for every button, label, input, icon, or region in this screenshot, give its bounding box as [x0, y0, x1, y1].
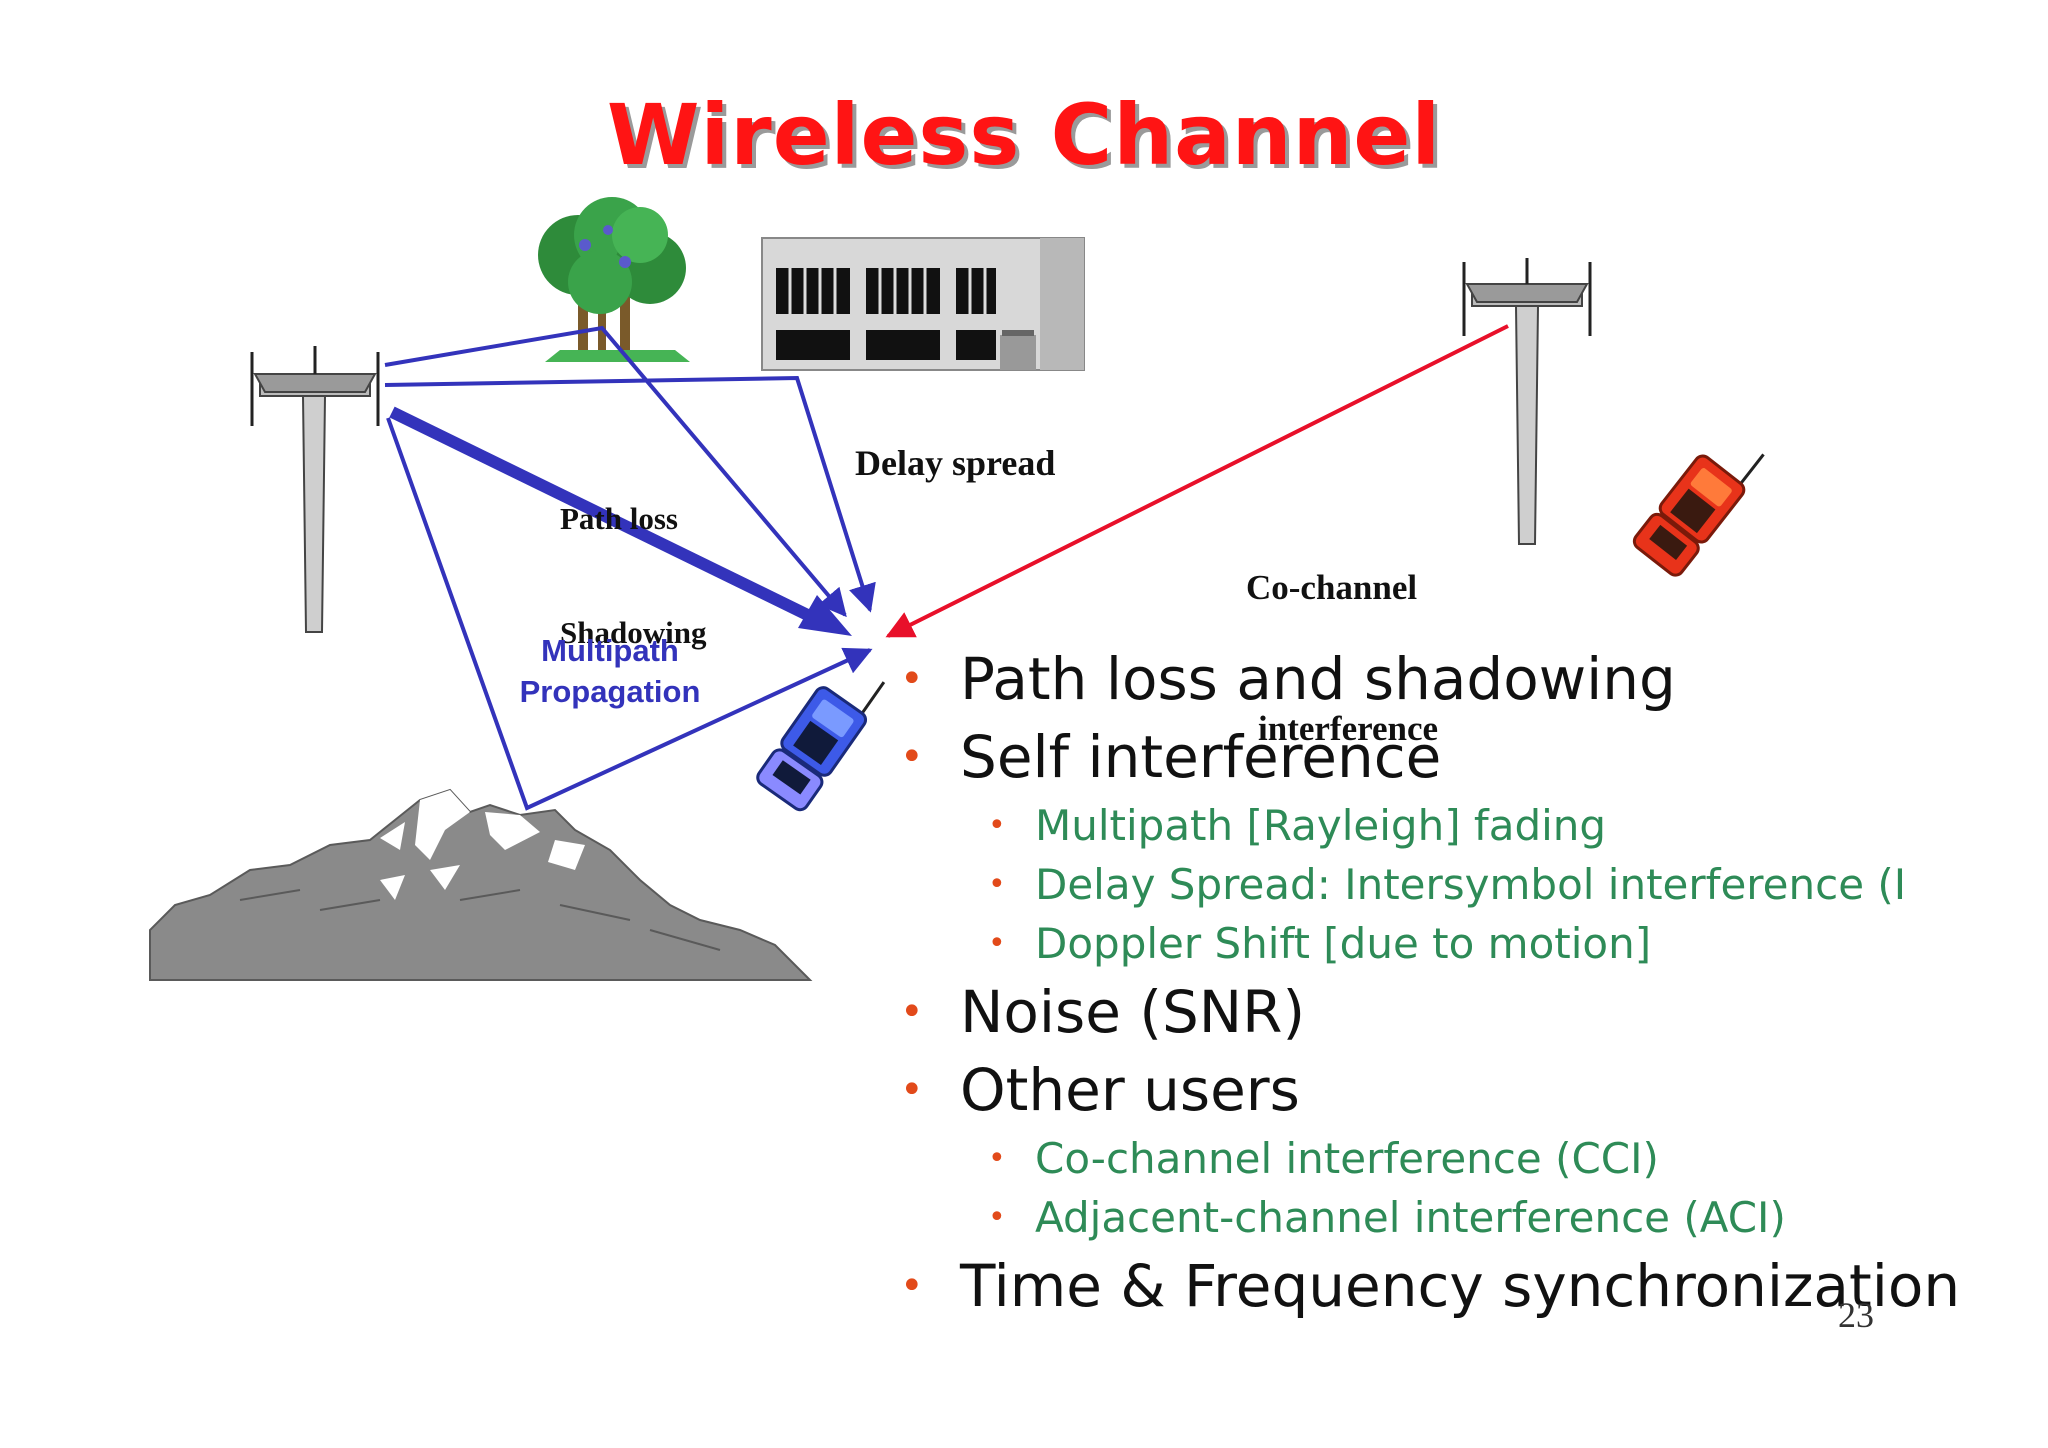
bullet-marker: • [988, 1141, 1006, 1176]
bullet-list: • Path loss and shadowing • Self interfere… [880, 640, 1960, 1325]
bullet-text: Noise (SNR) [960, 978, 1306, 1046]
cell-tower-icon [1462, 258, 1592, 545]
cochannel-label-line2: interference [1258, 709, 1439, 748]
bullet-marker: • [900, 734, 924, 780]
office-building-icon [761, 237, 1085, 371]
mobile-phone-icon [1632, 453, 1765, 577]
bullet-marker: • [988, 867, 1006, 902]
path-loss-label-line1: Path loss [560, 501, 678, 536]
delay-spread-label: Delay spread [855, 443, 1056, 483]
mountain-icon [149, 788, 813, 981]
sub-bullet-text: Multipath [Rayleigh] fading [1035, 801, 1607, 850]
page-number: 23 [1838, 1295, 1874, 1335]
bullet-marker: • [900, 1067, 924, 1113]
bullet-text: Self interference [960, 723, 1442, 791]
sub-bullet-text: Co-channel interference (CCI) [1035, 1134, 1659, 1183]
bullet-marker: • [988, 808, 1006, 843]
sub-bullet-item: • Doppler Shift [due to motion] [880, 914, 1960, 973]
bullet-marker: • [988, 1200, 1006, 1235]
sub-bullet-item: • Multipath [Rayleigh] fading [880, 796, 1960, 855]
sub-bullet-item: • Co-channel interference (CCI) [880, 1129, 1960, 1188]
bullet-item: • Self interference [880, 718, 1960, 796]
multipath-label-line1: Multipath [541, 633, 679, 668]
bullet-item: • Time & Frequency synchronization [880, 1247, 1960, 1325]
sub-bullet-text: Adjacent-channel interference (ACI) [1035, 1193, 1786, 1242]
bullet-marker: • [988, 926, 1006, 961]
bullet-marker: • [900, 1263, 924, 1309]
sub-bullet-text: Doppler Shift [due to motion] [1035, 919, 1652, 968]
bullet-marker: • [900, 656, 924, 702]
bullet-item: • Other users [880, 1051, 1960, 1129]
signal-paths [384, 324, 1509, 811]
sub-bullet-item: • Delay Spread: Intersymbol interference … [880, 855, 1960, 914]
slide-title: Wireless Channel [606, 86, 1442, 184]
multipath-label: Multipath Propagation [500, 630, 720, 712]
bullet-marker: • [900, 989, 924, 1035]
sub-bullet-text: Delay Spread: Intersymbol interference (… [1035, 860, 1907, 909]
path-loss-label: Path loss Shadowing [560, 424, 706, 728]
bullet-item: • Path loss and shadowing [880, 640, 1960, 718]
bullet-item: • Noise (SNR) [880, 973, 1960, 1051]
tree-icon [538, 197, 690, 362]
sub-bullet-item: • Adjacent-channel interference (ACI) [880, 1188, 1960, 1247]
bullet-text: Time & Frequency synchronization [960, 1252, 1961, 1320]
cochannel-label: Co-channel interference [1246, 470, 1438, 846]
cell-tower-icon [250, 346, 380, 633]
multipath-label-line2: Propagation [519, 674, 701, 709]
cochannel-label-line1: Co-channel [1246, 568, 1418, 607]
mobile-phone-icon [756, 681, 886, 812]
bullet-text: Other users [960, 1056, 1300, 1124]
path-loss-label-line2: Shadowing [560, 615, 707, 650]
bullet-text: Path loss and shadowing [960, 645, 1676, 713]
